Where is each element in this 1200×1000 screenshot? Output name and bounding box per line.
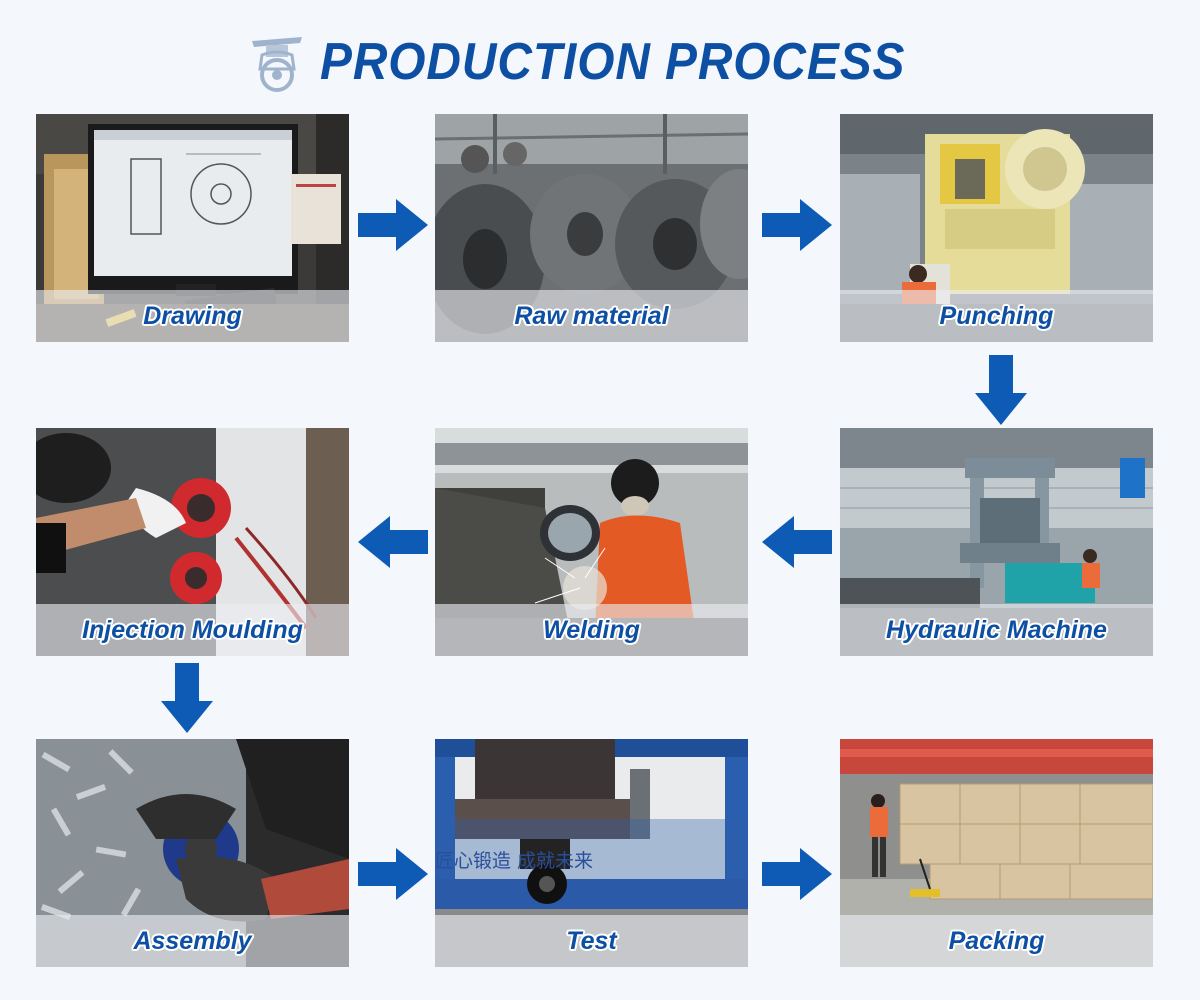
caster-wheel-icon [244, 29, 310, 95]
arrow-right-icon [762, 199, 832, 251]
step-punching: Punching [840, 114, 1153, 342]
step-raw-material: Raw material [435, 114, 748, 342]
arrow-right-icon [762, 848, 832, 900]
page-title: PRODUCTION PROCESS [320, 32, 905, 92]
arrow-right-icon [358, 848, 428, 900]
arrow-right-icon [358, 199, 428, 251]
step-label: Welding [543, 616, 640, 645]
step-test: 匠心锻造 成就未来 Test [435, 739, 748, 967]
step-label: Injection Moulding [82, 616, 303, 645]
step-packing: Packing [840, 739, 1153, 967]
arrow-left-icon [762, 516, 832, 568]
arrow-down-icon [975, 355, 1027, 425]
test-banner-text: 匠心锻造 成就未来 [435, 846, 593, 873]
step-label: Packing [949, 927, 1045, 956]
page-header: PRODUCTION PROCESS [0, 22, 1200, 102]
step-label: Punching [940, 302, 1054, 331]
step-label: Drawing [143, 302, 242, 331]
arrow-left-icon [358, 516, 428, 568]
step-label: Test [566, 927, 616, 956]
step-injection-moulding: Injection Moulding [36, 428, 349, 656]
step-label: Assembly [133, 927, 251, 956]
arrow-down-icon [161, 663, 213, 733]
step-assembly: Assembly [36, 739, 349, 967]
step-label: Raw material [514, 302, 668, 331]
step-hydraulic-machine: Hydraulic Machine [840, 428, 1153, 656]
step-drawing: Drawing [36, 114, 349, 342]
step-label: Hydraulic Machine [886, 616, 1107, 645]
step-welding: Welding [435, 428, 748, 656]
